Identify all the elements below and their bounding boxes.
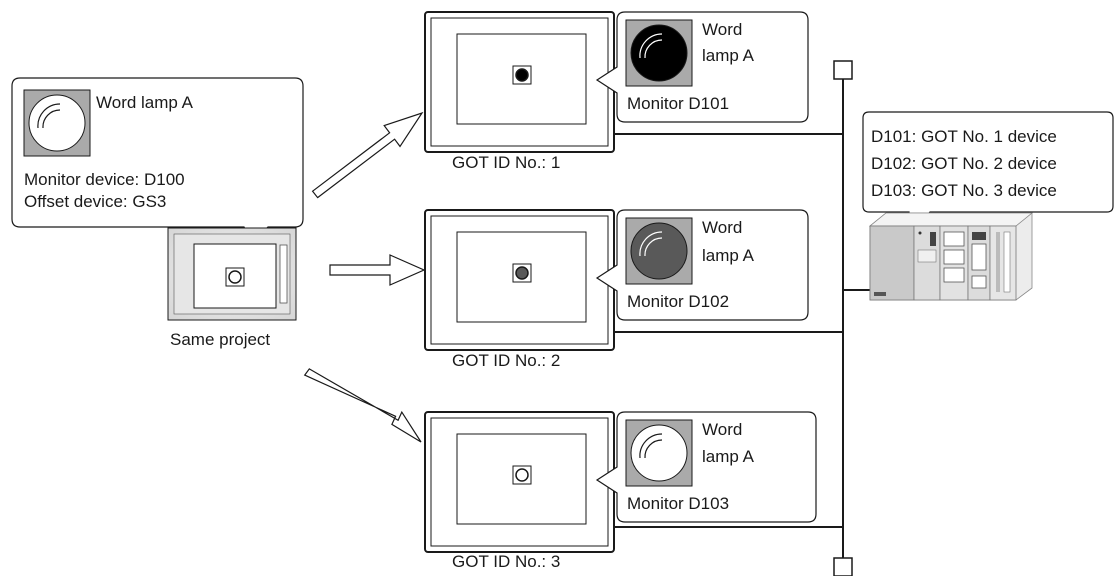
got3-lamp-label-line2: lamp A <box>702 447 754 466</box>
plc-device-line-3: D103: GOT No. 3 device <box>871 181 1057 200</box>
source-offset-device: Offset device: GS3 <box>24 192 167 211</box>
got2-lamp-label-line1: Word <box>702 218 743 237</box>
got2-device <box>424 209 615 351</box>
source-monitor-device: Monitor device: D100 <box>24 170 185 189</box>
got1-lamp-label-line1: Word <box>702 20 743 39</box>
bus-terminator-bottom <box>833 557 853 576</box>
got3-lamp-icon <box>625 419 693 487</box>
plc-device-line-2: D102: GOT No. 2 device <box>871 154 1057 173</box>
got1-device <box>424 11 615 153</box>
got2-id-label: GOT ID No.: 2 <box>452 351 561 370</box>
got1-lamp-icon <box>625 19 693 87</box>
plc-device-line-1: D101: GOT No. 1 device <box>871 127 1057 146</box>
got2-lamp-icon <box>625 217 693 285</box>
bus-terminator-top <box>833 60 853 80</box>
got2-monitor-label: Monitor D102 <box>627 292 730 311</box>
got1-id-label: GOT ID No.: 1 <box>452 153 561 172</box>
got2-screen-lamp <box>515 266 529 280</box>
got3-monitor-label: Monitor D103 <box>627 494 730 513</box>
deploy-arrow-got3 <box>303 368 422 443</box>
got3-lamp-label-line1: Word <box>702 420 743 439</box>
got1-lamp-label-line2: lamp A <box>702 46 754 65</box>
deploy-arrow-got1 <box>311 111 424 199</box>
got1-monitor-label: Monitor D101 <box>627 94 730 113</box>
got3-device <box>424 411 615 553</box>
source-got-device-icon <box>167 227 297 321</box>
got1-screen-lamp <box>515 68 529 82</box>
source-lamp-name: Word lamp A <box>96 93 194 112</box>
plc-rack-icon <box>868 212 1034 301</box>
got2-lamp-label-line2: lamp A <box>702 246 754 265</box>
got3-screen-lamp <box>515 468 529 482</box>
source-project-caption: Same project <box>170 330 271 349</box>
deploy-arrow-got2 <box>329 254 426 286</box>
network-bus <box>614 78 872 560</box>
got3-id-label: GOT ID No.: 3 <box>452 552 561 571</box>
source-lamp-icon <box>23 89 91 157</box>
